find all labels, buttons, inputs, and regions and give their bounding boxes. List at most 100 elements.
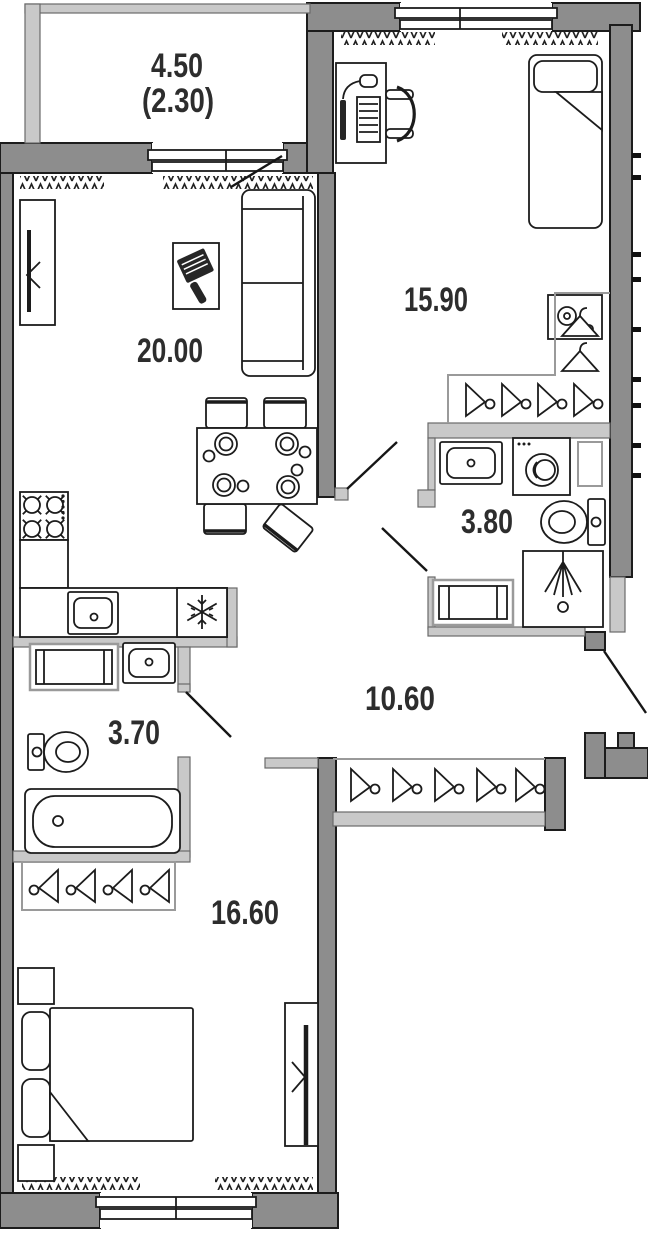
hanger-side-icon bbox=[102, 869, 133, 903]
hanger-side-icon bbox=[65, 869, 96, 903]
wall-living-top-left bbox=[0, 142, 153, 174]
hanger-front-icon bbox=[561, 342, 599, 372]
wall-outer-right bbox=[609, 24, 633, 578]
hallway-wardrobe bbox=[350, 768, 546, 802]
stove-icon bbox=[19, 491, 69, 541]
wall-bottom-left bbox=[0, 1192, 101, 1229]
toilet-icon bbox=[27, 731, 89, 773]
balcony-door-swing-icon bbox=[230, 154, 283, 189]
wall-bedroom-lower-right bbox=[317, 757, 337, 1229]
nightstand-icon bbox=[17, 967, 55, 1005]
bathroom-upper-wall-top bbox=[427, 422, 611, 439]
bathtub-icon bbox=[24, 788, 181, 854]
bathroom-upper bbox=[431, 437, 606, 628]
wall-bottom-right bbox=[251, 1192, 339, 1229]
balcony-rail-left bbox=[24, 3, 41, 144]
nightstand-icon bbox=[17, 1144, 55, 1182]
bath-shelf-icon bbox=[577, 441, 603, 487]
wall-hall-southeast bbox=[544, 757, 566, 831]
mirror-wardrobe-icon bbox=[284, 1002, 319, 1147]
doors bbox=[185, 154, 647, 738]
kitchen-divider-vertical bbox=[226, 587, 238, 648]
office-chair-icon bbox=[385, 85, 416, 143]
bathroom-sink-icon bbox=[439, 441, 503, 485]
room-label-balcony-secondary: (2.30) bbox=[142, 82, 214, 120]
hanger-side-icon bbox=[501, 383, 532, 417]
wall-top-left-of-window bbox=[306, 2, 401, 32]
radiator-icon bbox=[20, 176, 104, 189]
hanger-side-icon bbox=[392, 768, 423, 802]
single-bed-icon bbox=[528, 54, 603, 229]
wall-right-lower bbox=[609, 576, 626, 633]
snowflake-icon bbox=[186, 595, 218, 629]
radiator-icon bbox=[341, 32, 435, 45]
bathroom-upper-wall-left-1 bbox=[427, 437, 436, 491]
bedroom-upper bbox=[335, 54, 610, 423]
dining-chair-icon bbox=[262, 503, 314, 553]
double-bed-icon bbox=[21, 1007, 194, 1142]
room-label-hallway: 10.60 bbox=[365, 680, 435, 718]
entrance-door-swing-icon bbox=[603, 650, 647, 714]
corner-wardrobe-icon bbox=[447, 292, 610, 423]
dining-chair-icon bbox=[203, 503, 247, 535]
room-label-balcony: 4.50 bbox=[151, 47, 203, 85]
radiator-icon bbox=[215, 1177, 313, 1190]
walls-light bbox=[12, 3, 626, 863]
radiator-icon bbox=[502, 32, 598, 45]
bathroom-lower-door-swing-icon bbox=[185, 691, 232, 738]
tv-stand-icon bbox=[172, 242, 220, 310]
dining-chair-icon bbox=[205, 397, 248, 429]
sofa-icon bbox=[241, 189, 316, 377]
hanger-side-icon bbox=[515, 768, 546, 802]
fridge-icon bbox=[176, 587, 228, 638]
bathroom-upper-wall-tab bbox=[417, 489, 436, 508]
living-room-kitchen bbox=[19, 189, 318, 638]
bathroom-upper-door-swing-icon bbox=[381, 527, 428, 572]
wall-entry-step-2 bbox=[604, 747, 648, 779]
hanger-side-icon bbox=[434, 768, 465, 802]
shower-icon bbox=[522, 550, 604, 628]
bathroom-sink-icon bbox=[122, 642, 176, 684]
bedroom-upper-door-jamb bbox=[334, 487, 349, 501]
kitchen-counter-icon bbox=[19, 539, 69, 589]
room-label-bathroom-upper: 3.80 bbox=[461, 503, 513, 541]
hanger-side-icon bbox=[350, 768, 381, 802]
wall-entry-step-3 bbox=[617, 732, 635, 749]
room-label-bathroom-lower: 3.70 bbox=[108, 714, 160, 752]
pillow-icon bbox=[21, 1078, 51, 1138]
room-labels: 4.50 (2.30) 20.00 15.90 3.80 10.60 3.70 … bbox=[108, 47, 513, 932]
bedroom-upper-door-swing-icon bbox=[346, 441, 398, 490]
neighbor-wall-ticks bbox=[632, 153, 641, 478]
balcony-door-window bbox=[147, 143, 288, 173]
bedroom-upper-window bbox=[394, 3, 558, 31]
kitchen-sink-icon bbox=[67, 591, 119, 635]
pillow-icon bbox=[21, 1011, 51, 1071]
washing-machine-icon bbox=[512, 437, 571, 496]
toilet-icon bbox=[540, 498, 606, 546]
dining-table-icon bbox=[196, 427, 318, 505]
hanger-side-icon bbox=[28, 869, 59, 903]
hanger-wardrobe-icon bbox=[21, 861, 176, 911]
hanger-side-icon bbox=[465, 383, 496, 417]
balcony-rail-top bbox=[24, 3, 311, 14]
wall-living-bedroom-divider bbox=[317, 172, 336, 498]
hanger-side-icon bbox=[139, 869, 170, 903]
dining-chair-icon bbox=[263, 397, 307, 429]
room-label-bedroom-upper: 15.90 bbox=[404, 281, 468, 319]
wall-entry-step-1 bbox=[584, 732, 606, 779]
bedroom-lower-window bbox=[95, 1193, 257, 1228]
hall-wardrobe-shelf bbox=[332, 811, 546, 827]
wall-outer-left bbox=[0, 142, 14, 1229]
room-label-living: 20.00 bbox=[137, 332, 203, 370]
room-label-bedroom-lower: 16.60 bbox=[211, 894, 279, 932]
towel-radiator-icon bbox=[28, 642, 120, 692]
bedroom-lower-door-stub bbox=[264, 757, 319, 769]
desk-computer-icon bbox=[335, 62, 387, 164]
hanger-side-icon bbox=[573, 383, 604, 417]
bedroom-lower bbox=[17, 861, 319, 1182]
mirror-wardrobe-icon bbox=[19, 199, 56, 326]
entrance-jamb bbox=[584, 631, 606, 651]
bathroom-upper-wall-bottom bbox=[427, 626, 586, 637]
